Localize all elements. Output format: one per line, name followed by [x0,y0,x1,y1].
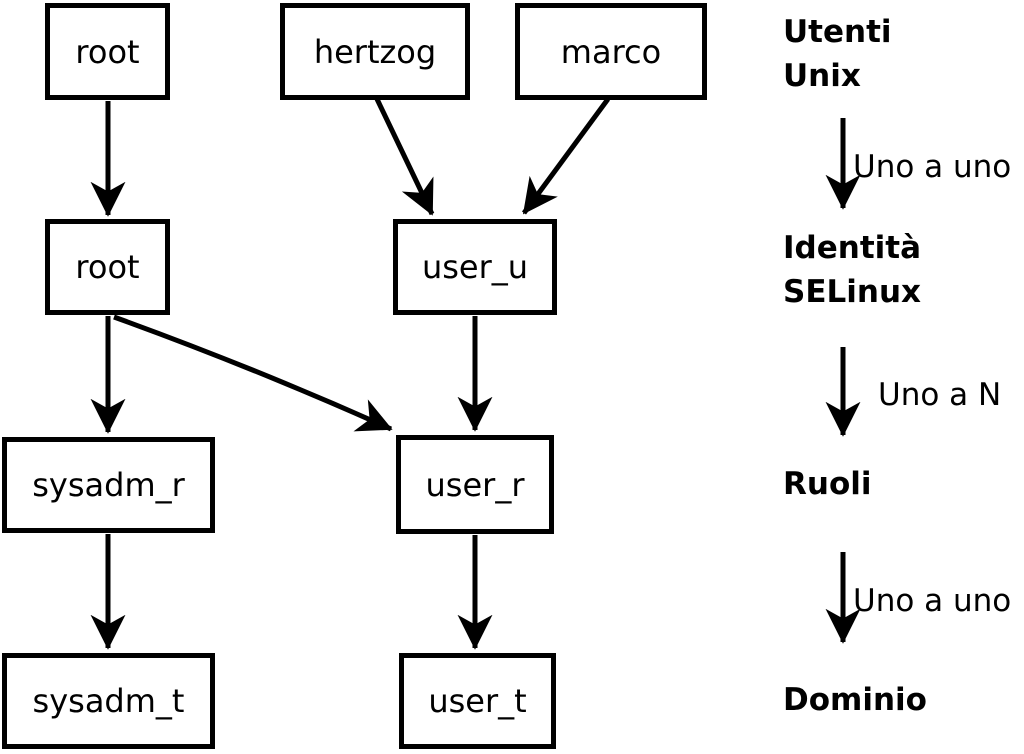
legend-level-unix-users: Utenti Unix [783,14,892,95]
node-label: hertzog [313,32,437,71]
node-label: sysadm_t [32,682,185,720]
legend-mapping-identity-to-roles: Uno a N [878,377,1002,413]
legend-level-domain: Dominio [783,682,927,718]
node-label: sysadm_r [32,466,185,504]
legend-mapping-roles-to-domain: Uno a uno [853,583,1012,619]
node-label: user_u [421,248,529,286]
edge-hertzog-to-user-u [374,97,435,216]
node-domain-user-t: user_t [399,653,556,749]
legend-level-roles: Ruoli [783,466,872,502]
node-label: root [75,32,140,71]
node-selinux-identity-user-u: user_u [393,219,557,315]
edge-selinux-root-to-user-r [113,314,393,432]
node-domain-sysadm-t: sysadm_t [2,653,215,749]
node-label: root [75,248,140,286]
legend-mapping-unix-to-identity: Uno a uno [853,149,1012,185]
node-label: marco [560,32,662,71]
node-unix-user-marco: marco [515,3,707,100]
node-role-sysadm-r: sysadm_r [2,437,215,533]
node-label: user_t [428,682,527,720]
legend-level-selinux-identity: Identità SELinux [783,230,922,311]
node-unix-user-hertzog: hertzog [280,3,470,100]
node-selinux-identity-root: root [45,219,170,315]
node-label: user_r [425,465,525,504]
node-role-user-r: user_r [396,435,554,534]
node-unix-user-root: root [45,3,170,100]
edge-marco-to-user-u [521,97,611,215]
